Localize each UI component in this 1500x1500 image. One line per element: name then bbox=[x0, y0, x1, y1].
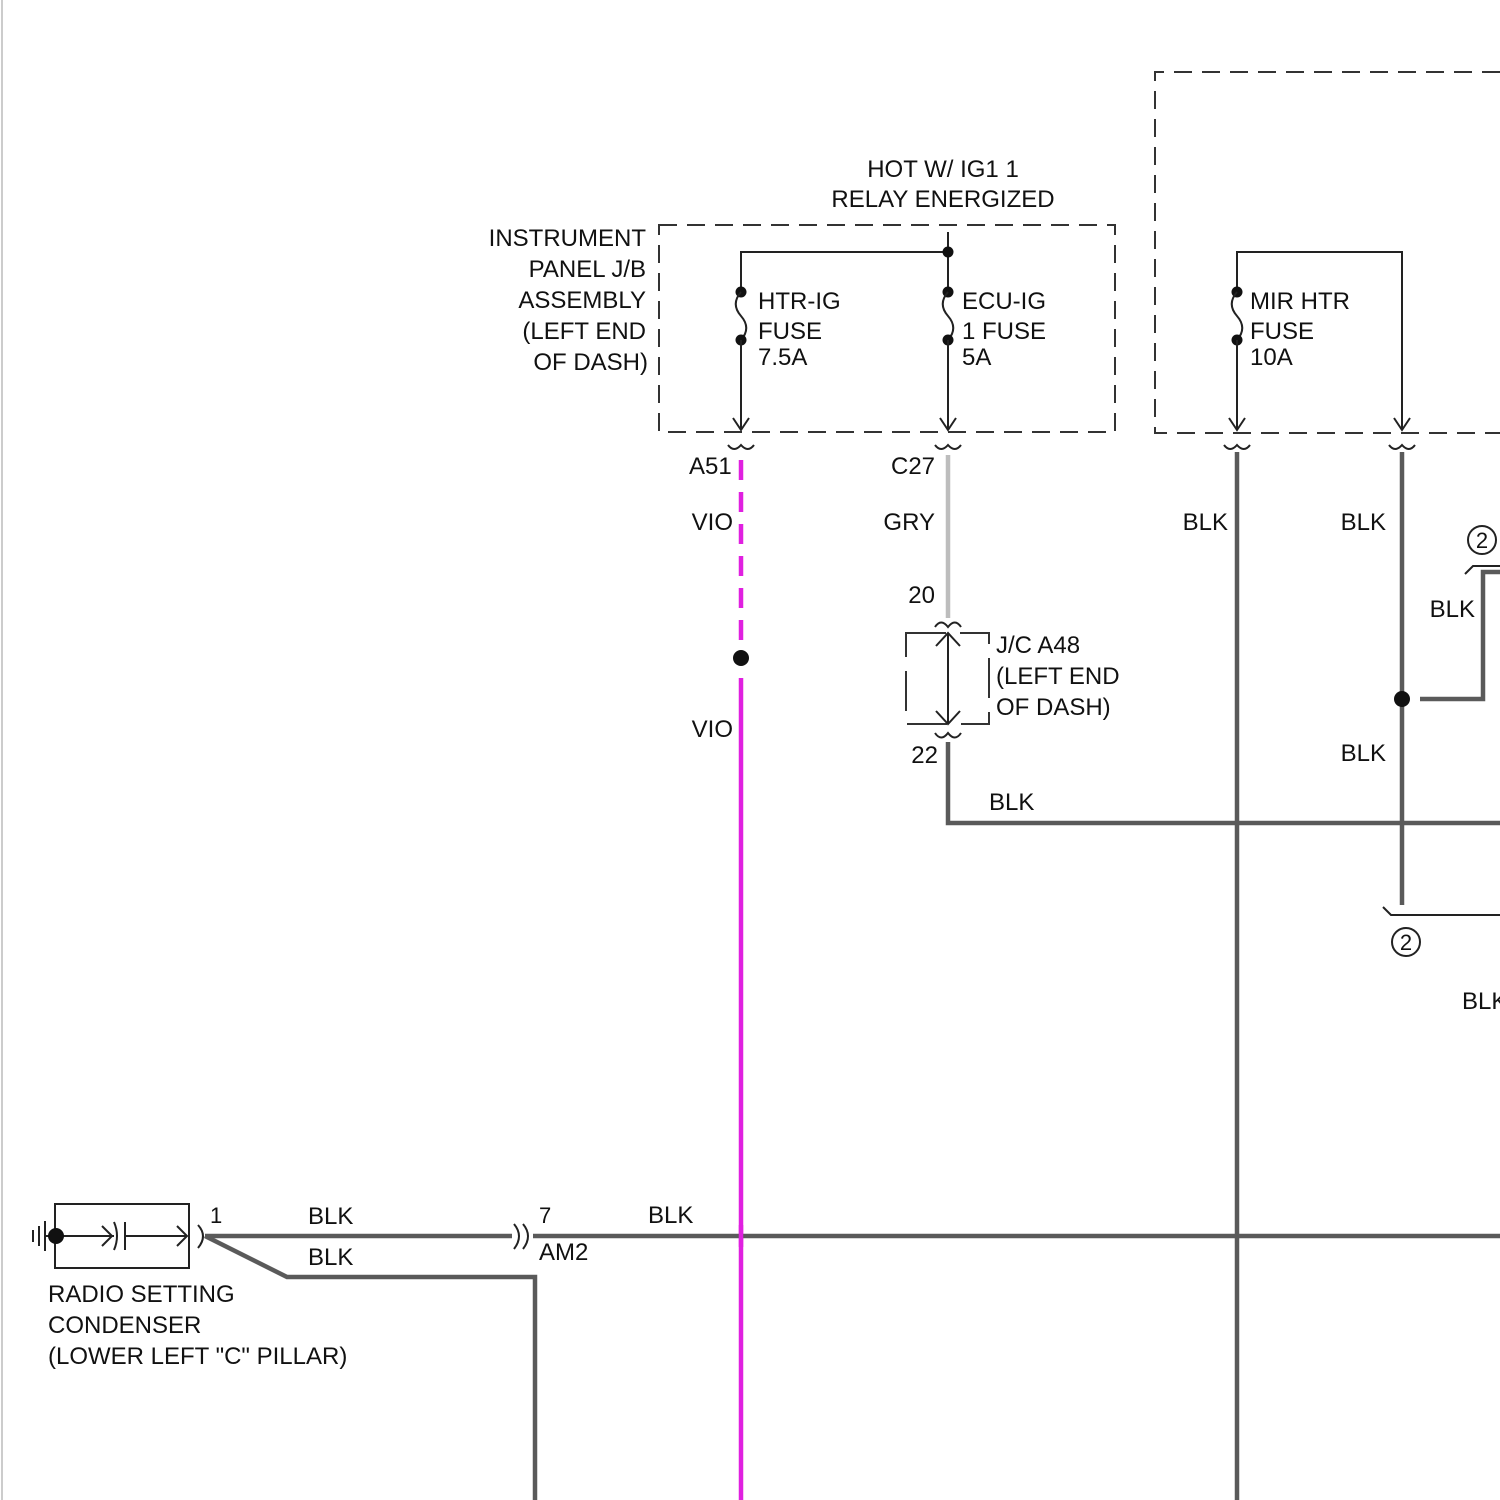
am2-connector-label: AM2 bbox=[539, 1239, 588, 1266]
reference-circle-label: 2 bbox=[1476, 528, 1488, 553]
connector-symbol bbox=[1224, 445, 1250, 449]
htr-ig-fuse-label: HTR-IG bbox=[758, 288, 841, 315]
condenser-label-line: (LOWER LEFT "C" PILLAR) bbox=[48, 1343, 347, 1370]
splice-dot bbox=[1394, 691, 1410, 707]
ecu-ig-fuse-label: ECU-IG bbox=[962, 288, 1046, 315]
ecu-ig-fuse-label: 1 FUSE bbox=[962, 318, 1046, 345]
mir-htr-fuse-label: FUSE bbox=[1250, 318, 1314, 345]
supply-label-line2: RELAY ENERGIZED bbox=[831, 186, 1054, 213]
blk-wire-label: BLK bbox=[989, 789, 1034, 816]
blk-wire-label: BLK bbox=[308, 1203, 353, 1230]
connector-symbol bbox=[514, 1224, 519, 1249]
blk-wire-label: BLK bbox=[648, 1202, 693, 1229]
jb-label-line: PANEL J/B bbox=[529, 256, 646, 283]
blk-wire-label: BLK bbox=[1341, 509, 1386, 536]
condenser-label-line: RADIO SETTING bbox=[48, 1281, 235, 1308]
reference-circle-bottom: 2 bbox=[1383, 907, 1500, 956]
htr-ig-fuse-label: FUSE bbox=[758, 318, 822, 345]
connector-symbol bbox=[935, 623, 961, 628]
connector-a51: A51 bbox=[689, 445, 754, 480]
blk-wire-label: BLK bbox=[1430, 596, 1475, 623]
mir-htr-fuse: MIR HTR FUSE 10A bbox=[1229, 287, 1350, 431]
jb-label-line: OF DASH) bbox=[533, 349, 648, 376]
blk-wire-jc: BLK bbox=[948, 742, 1500, 823]
connector-symbol bbox=[1389, 445, 1415, 449]
supply-label: HOT W/ IG1 1 RELAY ENERGIZED bbox=[831, 156, 1054, 213]
fuse-symbol bbox=[736, 292, 747, 340]
mir-htr-fuse-label: MIR HTR bbox=[1250, 288, 1350, 315]
radio-setting-condenser: 1 RADIO SETTING CONDENSER (LOWER LEFT "C… bbox=[33, 1203, 347, 1370]
htr-ig-fuse-rating: 7.5A bbox=[758, 344, 807, 371]
blk-wire-label-cut: BLK bbox=[1462, 988, 1500, 1015]
vio-wire-label: VIO bbox=[692, 509, 733, 536]
blk-wire-label: BLK bbox=[1183, 509, 1228, 536]
htr-ig-fuse: HTR-IG FUSE 7.5A bbox=[733, 287, 841, 431]
blk-wire-label: BLK bbox=[1341, 740, 1386, 767]
mir-htr-fuse-rating: 10A bbox=[1250, 344, 1293, 371]
blk-wire-mir-left: BLK bbox=[1183, 452, 1237, 1500]
condenser-label-line: CONDENSER bbox=[48, 1312, 201, 1339]
jc-pin-in: 20 bbox=[908, 582, 935, 609]
splice-dot bbox=[733, 650, 749, 666]
reference-circle-top: 2 bbox=[1465, 526, 1500, 574]
condenser-pin-label: 1 bbox=[210, 1203, 222, 1228]
jb-label-line: (LEFT END bbox=[522, 318, 646, 345]
gry-wire-label: GRY bbox=[883, 509, 935, 536]
blk-wire-label: BLK bbox=[308, 1244, 353, 1271]
ecu-ig-fuse: ECU-IG 1 FUSE 5A bbox=[940, 287, 1046, 431]
ecu-ig-fuse-rating: 5A bbox=[962, 344, 991, 371]
connector-symbol bbox=[935, 445, 961, 449]
fuse-symbol bbox=[943, 292, 954, 340]
jc-pin-out: 22 bbox=[911, 742, 938, 769]
jc-label-line: (LEFT END bbox=[996, 663, 1120, 690]
jb-bus-line bbox=[741, 232, 948, 292]
jb-label-line: INSTRUMENT bbox=[489, 225, 647, 252]
connector-c27-label: C27 bbox=[891, 453, 935, 480]
connector-c27: C27 bbox=[891, 445, 961, 480]
connector-symbol bbox=[523, 1224, 528, 1249]
supply-label-line1: HOT W/ IG1 1 bbox=[867, 156, 1019, 183]
connector-symbol bbox=[935, 733, 961, 738]
jc-label-line: J/C A48 bbox=[996, 632, 1080, 659]
mirror-heater-box: MIR HTR FUSE 10A bbox=[1155, 72, 1500, 449]
blk-wire-branch bbox=[1420, 572, 1500, 699]
jb-label: INSTRUMENT PANEL J/B ASSEMBLY (LEFT END … bbox=[489, 225, 648, 376]
ground-dot bbox=[48, 1228, 64, 1244]
jc-label-line: OF DASH) bbox=[996, 694, 1111, 721]
jb-dashed-box bbox=[659, 225, 1115, 432]
connector-am2: 7 AM2 BLK bbox=[514, 1202, 1500, 1266]
reference-circle-label: 2 bbox=[1400, 930, 1412, 955]
jb-label-line: ASSEMBLY bbox=[518, 287, 646, 314]
splice-dot bbox=[943, 247, 954, 258]
reference-bracket bbox=[1383, 907, 1500, 915]
am2-pin-label: 7 bbox=[539, 1203, 551, 1228]
connector-symbol bbox=[728, 445, 754, 449]
instrument-panel-jb: INSTRUMENT PANEL J/B ASSEMBLY (LEFT END … bbox=[489, 225, 1115, 480]
vio-wire-label-lower: VIO bbox=[692, 716, 733, 743]
connector-symbol bbox=[198, 1225, 203, 1248]
junction-connector-a48: 20 22 J/C A48 (LEFT END OF DASH) bbox=[906, 582, 1120, 769]
fuse-symbol bbox=[1232, 292, 1243, 340]
vio-wire: VIO VIO bbox=[692, 460, 749, 1500]
capacitor-plate bbox=[114, 1222, 117, 1250]
connector-a51-label: A51 bbox=[689, 453, 732, 480]
